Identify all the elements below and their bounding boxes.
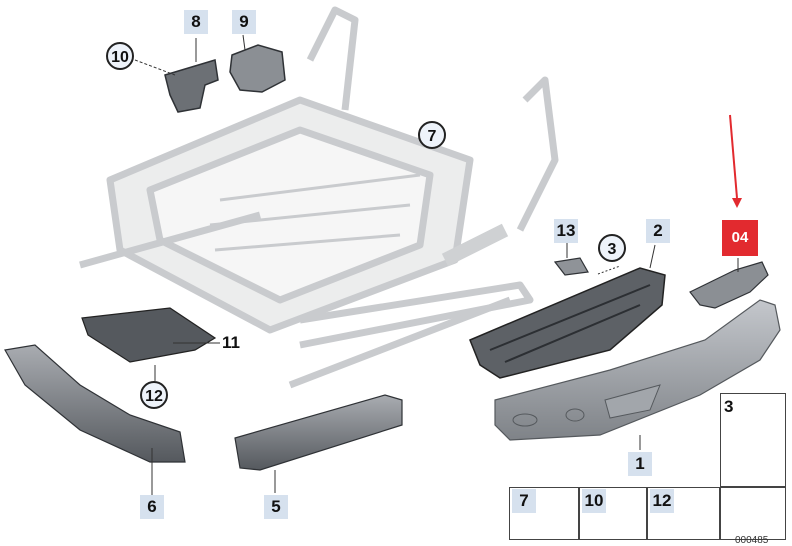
part-5-rail-cover <box>234 394 403 471</box>
callout-3-group: 3 <box>598 234 626 262</box>
part-8-bracket <box>164 59 219 113</box>
callout-13: 13 <box>554 219 578 243</box>
callout-6: 6 <box>140 495 164 519</box>
callout-11: 11 <box>222 333 240 352</box>
red-arrow <box>729 114 742 208</box>
leader-lines <box>134 34 739 495</box>
callout-10-top: 10 <box>106 42 134 70</box>
callout-12-left: 12 <box>140 381 168 409</box>
callout-7-frame: 7 <box>418 121 446 149</box>
callout-1: 1 <box>628 452 652 476</box>
part-6-front-trim <box>4 344 186 463</box>
drawing-id: 000485 <box>735 535 769 546</box>
callout-7-legend: 7 <box>512 489 536 513</box>
callout-2: 2 <box>646 219 670 243</box>
part-04-cover <box>689 261 769 309</box>
legend-box-symbol <box>720 487 786 540</box>
part-11-plate <box>81 307 217 363</box>
legend-box-3 <box>720 393 786 487</box>
callout-04-highlight: 04 <box>722 220 758 256</box>
callout-8: 8 <box>184 10 208 34</box>
part-1-side-trim <box>494 299 781 441</box>
part-13-clip <box>553 257 589 276</box>
part-2-carrier <box>469 267 666 379</box>
callout-12-legend: 12 <box>650 489 674 513</box>
part-9-cover <box>229 44 286 93</box>
callout-3-legend: 3 <box>724 397 734 416</box>
seat-frame <box>79 6 559 389</box>
callout-10-legend: 10 <box>582 489 606 513</box>
callout-5: 5 <box>264 495 288 519</box>
callout-9: 9 <box>232 10 256 34</box>
